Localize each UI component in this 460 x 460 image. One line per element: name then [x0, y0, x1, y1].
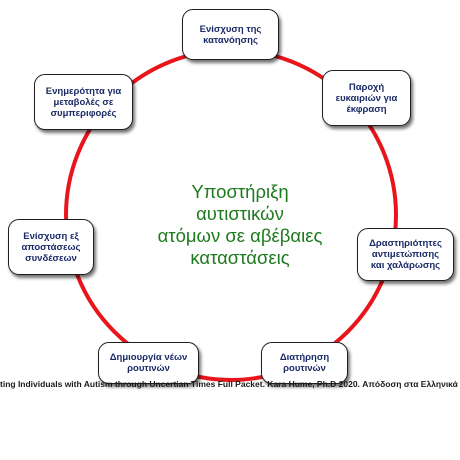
- node-behavior-awareness-label: Ενημερότητα για μεταβολές σε συμπεριφορέ…: [45, 85, 122, 119]
- node-new-routines-label: Δημιουργία νέων ρουτινών: [109, 352, 188, 374]
- node-behavior-awareness: Ενημερότητα για μεταβολές σε συμπεριφορέ…: [34, 74, 133, 130]
- node-keep-routines-label: Διατήρηση ρουτινών: [279, 352, 330, 374]
- node-remote-connections: Ενίσχυση εξ αποστάσεως συνδέσεων: [8, 219, 94, 275]
- node-coping: Δραστηριότητες αντιμετώπισης και χαλάρωσ…: [357, 228, 454, 281]
- node-new-routines: Δημιουργία νέων ρουτινών: [98, 342, 199, 384]
- node-remote-connections-label: Ενίσχυση εξ αποστάσεως συνδέσεων: [21, 230, 81, 264]
- node-coping-label: Δραστηριότητες αντιμετώπισης και χαλάρωσ…: [369, 238, 442, 271]
- node-understanding-label: Ενίσχυση της κατανόησης: [199, 23, 262, 46]
- node-keep-routines: Διατήρηση ρουτινών: [261, 342, 348, 384]
- node-expression: Παροχή ευκαιριών για έκφραση: [322, 70, 411, 126]
- node-understanding: Ενίσχυση της κατανόησης: [182, 9, 279, 60]
- center-title: Υποστήριξη αυτιστικών ατόμων σε αβέβαιες…: [157, 181, 323, 268]
- source-caption: ting Individuals with Autism through Unc…: [0, 379, 460, 389]
- node-expression-label: Παροχή ευκαιριών για έκφραση: [335, 81, 398, 115]
